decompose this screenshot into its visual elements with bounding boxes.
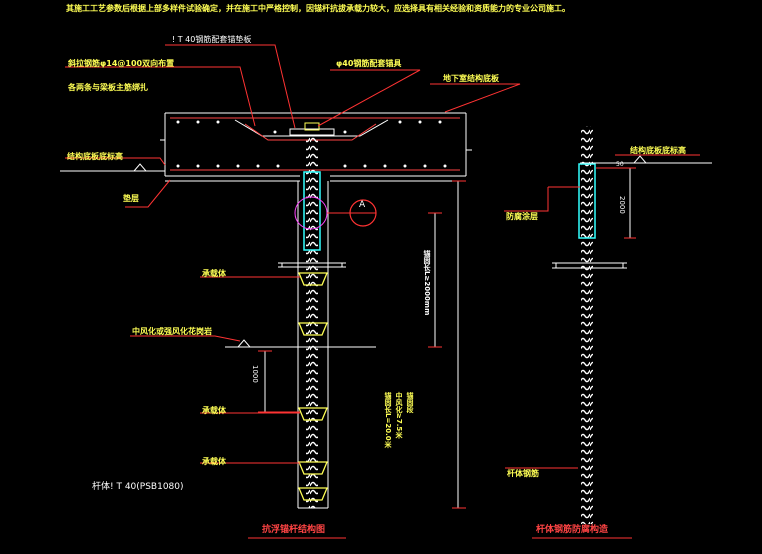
borehole bbox=[297, 181, 329, 509]
label-section-a: A bbox=[359, 200, 366, 210]
anchor-bar-right bbox=[581, 126, 593, 524]
label-basement-floor: 地下室结构底板 bbox=[443, 74, 499, 83]
label-anchor-len-3: 锚固段 bbox=[406, 392, 414, 413]
label-cushion: 垫层 bbox=[123, 194, 139, 203]
left-caption: 抗浮锚杆结构图 bbox=[262, 525, 326, 535]
label-anchor-len-1: 锚固长L=20.0米 bbox=[384, 392, 392, 448]
anchor-nut bbox=[304, 122, 320, 131]
label-t40-plate: ! T 40钢筋配套锚垫板 bbox=[172, 35, 252, 44]
label-length-note: 锚固长L≥2000mm bbox=[423, 250, 431, 316]
label-slant-bars-2: 各两条与梁板主筋绑扎 bbox=[68, 83, 148, 92]
label-base-elev: 结构底板底标高 bbox=[67, 152, 123, 161]
bearing-plate bbox=[289, 128, 335, 136]
right-leaders bbox=[504, 154, 700, 469]
label-support-3: 承载体 bbox=[202, 457, 226, 466]
label-anchor-len-2: 中风化≥7.5米 bbox=[395, 392, 403, 439]
label-support-1: 承载体 bbox=[202, 269, 226, 278]
centralizer-plates bbox=[278, 262, 346, 268]
label-support-2: 承载体 bbox=[202, 406, 226, 415]
label-weathered-rock: 中风化或强风化花岗岩 bbox=[132, 327, 212, 336]
label-anticorrosion: 防腐涂层 bbox=[506, 212, 538, 221]
right-plate bbox=[552, 262, 627, 269]
anchor-bar-left bbox=[306, 136, 318, 508]
right-caption: 杆体钢筋防腐构造 bbox=[536, 525, 609, 535]
anticorrosion-sleeve-left bbox=[303, 171, 321, 251]
label-phi40-nut: φ40钢筋配套锚具 bbox=[336, 59, 402, 68]
level-lines bbox=[60, 163, 376, 348]
anticorrosion-sleeve-right bbox=[578, 163, 596, 239]
top-note: 其施工工艺参数后根据上部多样件试验确定，并在施工中严格控制，因锚杆抗拔承载力较大… bbox=[66, 4, 570, 13]
length-dimensions bbox=[428, 180, 466, 509]
bearing-bodies bbox=[298, 272, 328, 501]
label-right-dim-2000: 2000 bbox=[618, 196, 626, 214]
label-right-base-elev: 结构底板底标高 bbox=[630, 146, 686, 155]
label-slant-bars: 斜拉钢筋φ14@100双向布置 bbox=[68, 59, 175, 68]
right-dimensions bbox=[596, 167, 636, 239]
label-anchor-steel: 杆体钢筋 bbox=[507, 469, 539, 478]
label-right-dim-50: 50 bbox=[616, 161, 624, 168]
leader-lines bbox=[65, 44, 521, 464]
right-level bbox=[580, 155, 712, 164]
dimension-1000 bbox=[258, 350, 300, 413]
label-dim-1000: 1000 bbox=[251, 365, 259, 383]
label-anchor-spec: 杆体! T 40(PSB1080) bbox=[92, 482, 184, 492]
